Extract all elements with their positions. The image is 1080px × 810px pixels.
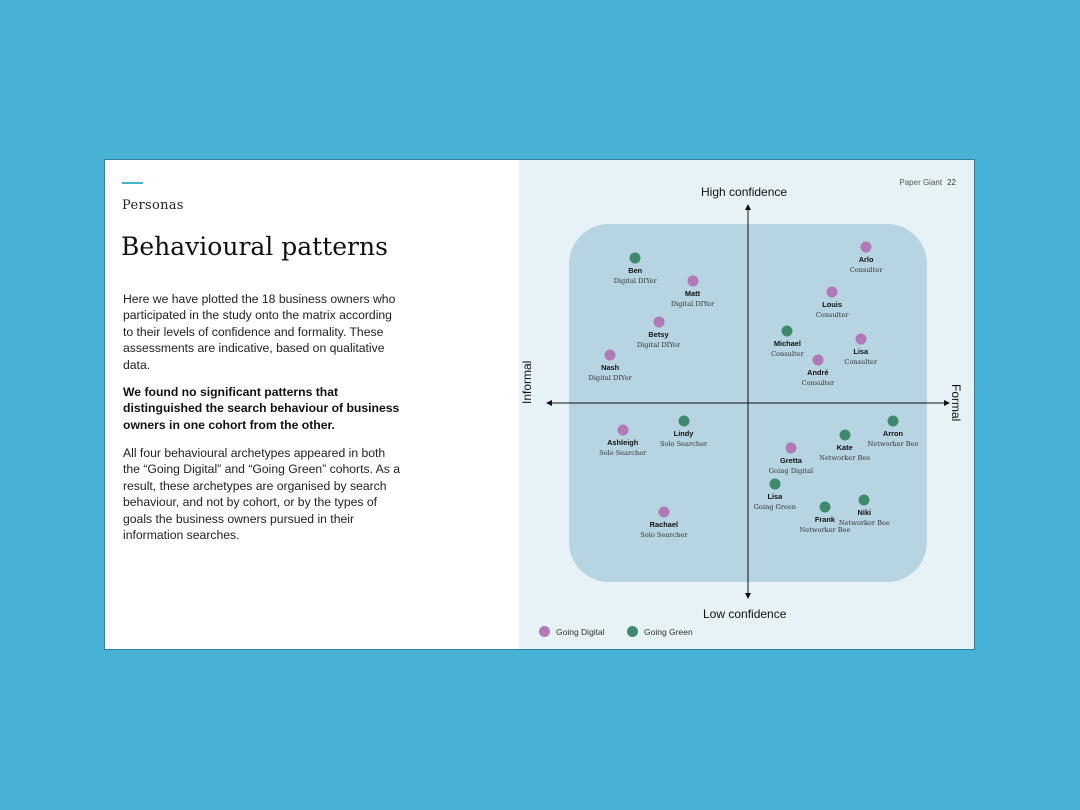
persona-dot (769, 478, 781, 490)
legend-label: Going Digital (556, 626, 605, 637)
axis-label-low-confidence: Low confidence (703, 607, 787, 621)
persona-name: Arlo (858, 255, 874, 265)
legend-swatch-going-digital (539, 626, 550, 638)
persona-name: Nash (601, 362, 620, 372)
persona-name: Betsy (648, 330, 669, 340)
persona-name: Michael (773, 339, 801, 349)
persona-dot (687, 275, 698, 287)
persona-role: Consulter (815, 311, 849, 320)
legend-swatch-going-green (627, 626, 638, 638)
persona-dot (839, 429, 851, 441)
persona-role: Consulter (849, 266, 883, 275)
persona-dot (858, 494, 870, 506)
persona-name: André (807, 368, 829, 378)
persona-dot (826, 286, 838, 298)
persona-role: Digital DIYer (670, 300, 715, 309)
persona-role: Solo Searcher (640, 531, 688, 540)
persona-role: Consulter (771, 350, 804, 359)
persona-dot (887, 415, 899, 427)
persona-name: Ben (628, 266, 643, 275)
persona-role: Networker Bee (799, 525, 851, 534)
persona-role: Digital DIYer (613, 277, 657, 285)
persona-name: Frank (814, 514, 836, 524)
persona-name: Ashleigh (607, 437, 639, 447)
persona-dot (812, 354, 824, 366)
slide: Personas Behavioural patterns Here we ha… (104, 159, 975, 650)
persona-role: Networker Bee (838, 518, 890, 527)
persona-dot (678, 415, 690, 427)
persona-role: Consulter (844, 357, 878, 366)
persona-role: Networker Bee (867, 439, 919, 448)
finding-paragraph: We found no significant patterns that di… (123, 385, 400, 432)
legend-label: Going Green (644, 626, 693, 637)
persona-role: Solo Searcher (659, 439, 708, 448)
intro-paragraph: Here we have plotted the 18 business own… (123, 292, 396, 372)
matrix-panel: Paper Giant 22 High confidence Low confid… (519, 160, 974, 649)
axis-label-formal: Formal (949, 384, 963, 422)
persona-name: Kate (836, 443, 853, 453)
persona-name: Lisa (853, 346, 869, 356)
persona-dot (855, 333, 867, 345)
persona-dot (819, 501, 831, 513)
persona-name: Louis (822, 300, 842, 310)
persona-name: Lisa (767, 491, 783, 501)
page-header: Paper Giant 22 (899, 178, 956, 187)
persona-role: Digital DIYer (636, 341, 681, 350)
persona-role: Digital DIYer (588, 373, 632, 382)
persona-role: Going Green (753, 502, 797, 511)
section-label: Personas (122, 198, 184, 213)
page-title: Behavioural patterns (121, 232, 388, 261)
persona-name: Gretta (780, 455, 802, 465)
persona-dot (653, 316, 664, 328)
axis-label-informal: Informal (520, 360, 534, 404)
persona-name: Matt (684, 289, 701, 299)
matrix-axes (546, 204, 950, 599)
persona-dot (860, 241, 872, 253)
archetypes-paragraph: All four behavioural archetypes appeared… (123, 446, 401, 543)
axis-label-high-confidence: High confidence (701, 185, 788, 199)
persona-role: Going Digital (768, 466, 814, 475)
persona-role: Consulter (801, 379, 835, 388)
legend-item-going-green: Going Green (627, 626, 693, 638)
persona-name: Niki (857, 507, 872, 517)
persona-name: Arron (882, 428, 904, 438)
page-number: 22 (947, 178, 956, 187)
persona-role: Networker Bee (819, 454, 871, 463)
persona-name: Rachael (649, 520, 679, 530)
persona-dot (617, 424, 629, 436)
persona-dot (658, 506, 670, 518)
persona-role: Solo Searcher (599, 448, 647, 457)
persona-dot (781, 325, 793, 337)
legend-item-going-digital: Going Digital (539, 626, 605, 638)
persona-dot (604, 349, 616, 361)
persona-name: Lindy (673, 428, 694, 438)
brand-name: Paper Giant (899, 178, 943, 187)
text-panel: Personas Behavioural patterns Here we ha… (105, 160, 519, 649)
persona-dot (785, 442, 797, 454)
persona-dot (629, 252, 641, 264)
accent-rule (122, 182, 143, 184)
